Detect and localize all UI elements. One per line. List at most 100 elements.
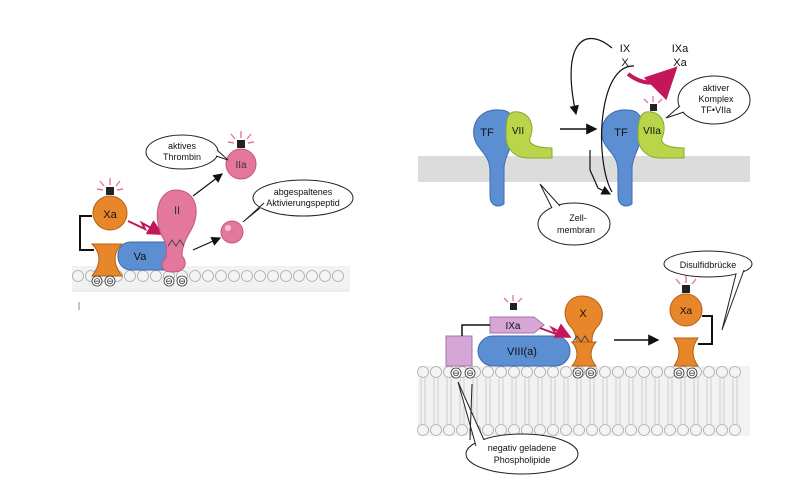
factor-x-label: X: [579, 308, 587, 320]
svg-text:⊖: ⊖: [466, 368, 474, 378]
factor-xa-left: [92, 195, 128, 231]
viia-active-site-icon: [643, 96, 663, 111]
callout-phospholipid: negativ geladene Phospholipide: [457, 381, 579, 475]
lipid-head: [651, 366, 663, 378]
arrow-to-peptide: [192, 237, 222, 251]
svg-text:⊖: ⊖: [165, 276, 173, 286]
lipid-head: [306, 270, 318, 282]
cleavage-arrow: [127, 220, 164, 235]
cleavage-arrow-bottom: [539, 323, 572, 338]
lipid-head: [482, 366, 494, 378]
lipid-head: [586, 424, 598, 436]
callout-disulfide-text: Disulfidbrücke: [680, 260, 737, 270]
lipid-head: [241, 270, 253, 282]
factor-viiia-label: VIII(a): [507, 346, 537, 358]
lipid-head: [664, 424, 676, 436]
xa-label-top: Xa: [673, 57, 687, 69]
lipid-head: [547, 424, 559, 436]
callout-thrombin-line2: Thrombin: [163, 152, 201, 162]
callout-phospholipid-line1: negativ geladene: [488, 443, 557, 453]
factor-x-bowtie: [570, 341, 598, 367]
tenase-panel: IXa VIII(a) X Xa: [417, 250, 753, 475]
lipid-head: [703, 424, 715, 436]
arrow-to-thrombin: [192, 173, 223, 197]
callout-membrane-line1: Zell-: [569, 213, 587, 223]
tissue-factor-panel: TF VII TF VIIa IX X IXa Xa a: [418, 38, 751, 246]
svg-text:⊖: ⊖: [587, 368, 595, 378]
lipid-head: [547, 366, 559, 378]
lipid-head: [280, 270, 292, 282]
cleavage-site-bottom-icon: [572, 335, 590, 343]
thrombin-active-site-icon: [227, 131, 255, 148]
lipid-head: [729, 366, 741, 378]
lipid-head: [456, 424, 468, 436]
gla-anchor-bowtie: [90, 243, 124, 277]
xa-active-site-icon: [675, 276, 697, 293]
callout-thrombin-line1: aktives: [168, 141, 197, 151]
lipid-head: [508, 366, 520, 378]
lipid-head: [215, 270, 227, 282]
lipid-head: [716, 366, 728, 378]
factor-viiia: [477, 335, 571, 367]
callout-peptide-line2: Aktivierungspeptid: [266, 198, 340, 208]
lipid-head: [612, 424, 624, 436]
factor-ixa: [489, 316, 545, 334]
lipid-head: [560, 424, 572, 436]
thrombin-iia-label: IIa: [235, 160, 247, 171]
lipid-head: [417, 424, 429, 436]
callout-membrane: Zell- membran: [537, 183, 611, 246]
lipid-head: [495, 366, 507, 378]
factor-ixa-label: IXa: [505, 321, 520, 332]
ixa-label: IXa: [672, 43, 689, 55]
callout-thrombin: aktives Thrombin: [145, 134, 229, 170]
factor-xa-bottom-label: Xa: [680, 306, 693, 317]
thrombin-iia: [225, 148, 257, 180]
lipid-head: [599, 424, 611, 436]
svg-text:⊖: ⊖: [675, 368, 683, 378]
lipid-head: [625, 366, 637, 378]
feedback-arrow-inner: [600, 65, 635, 193]
prothrombin-ii: [156, 189, 197, 273]
xa-bowtie: [673, 337, 699, 367]
cell-membrane: [418, 156, 750, 182]
prothrombinase-panel: Xa Va II IIa: [72, 131, 354, 310]
callout-complex-line3: TF•VIIa: [701, 105, 731, 115]
callout-complex-line2: Komplex: [698, 94, 734, 104]
lipid-head: [729, 424, 741, 436]
tf-left-label: TF: [480, 127, 494, 139]
lipid-head: [430, 366, 442, 378]
viia-protein: [637, 111, 685, 159]
lipid-head: [293, 270, 305, 282]
ixa-bracket: [461, 324, 490, 336]
cleavage-site-icon: [167, 239, 185, 247]
lipid-head: [573, 424, 585, 436]
callout-peptide: abgespaltenes Aktivierungspeptid: [242, 179, 354, 223]
xa-bracket: [79, 215, 94, 251]
ixa-anchor: [445, 335, 473, 367]
factor-va-label: Va: [134, 251, 148, 263]
svg-text:⊖: ⊖: [178, 276, 186, 286]
lipid-head: [124, 270, 136, 282]
lipid-head: [534, 366, 546, 378]
lipid-head: [599, 366, 611, 378]
lipid-head: [677, 424, 689, 436]
svg-text:⊖: ⊖: [574, 368, 582, 378]
peptide-highlight: [225, 225, 231, 231]
lipid-head: [482, 424, 494, 436]
viia-label: VIIa: [643, 126, 661, 137]
active-site-icon: [96, 178, 124, 195]
callout-complex-line1: aktiver: [703, 83, 730, 93]
lipid-head: [430, 424, 442, 436]
lipid-head: [202, 270, 214, 282]
lipid-head: [495, 424, 507, 436]
conversion-arrow: [626, 66, 678, 101]
lipid-head: [332, 270, 344, 282]
vii-label: VII: [512, 126, 524, 137]
svg-text:⊖: ⊖: [93, 276, 101, 286]
callout-complex: aktiver Komplex TF•VIIa: [665, 75, 751, 125]
svg-text:⊖: ⊖: [106, 276, 114, 286]
lipid-head: [319, 270, 331, 282]
callout-disulfide: Disulfidbrücke: [663, 250, 753, 331]
lipid-head: [150, 270, 162, 282]
